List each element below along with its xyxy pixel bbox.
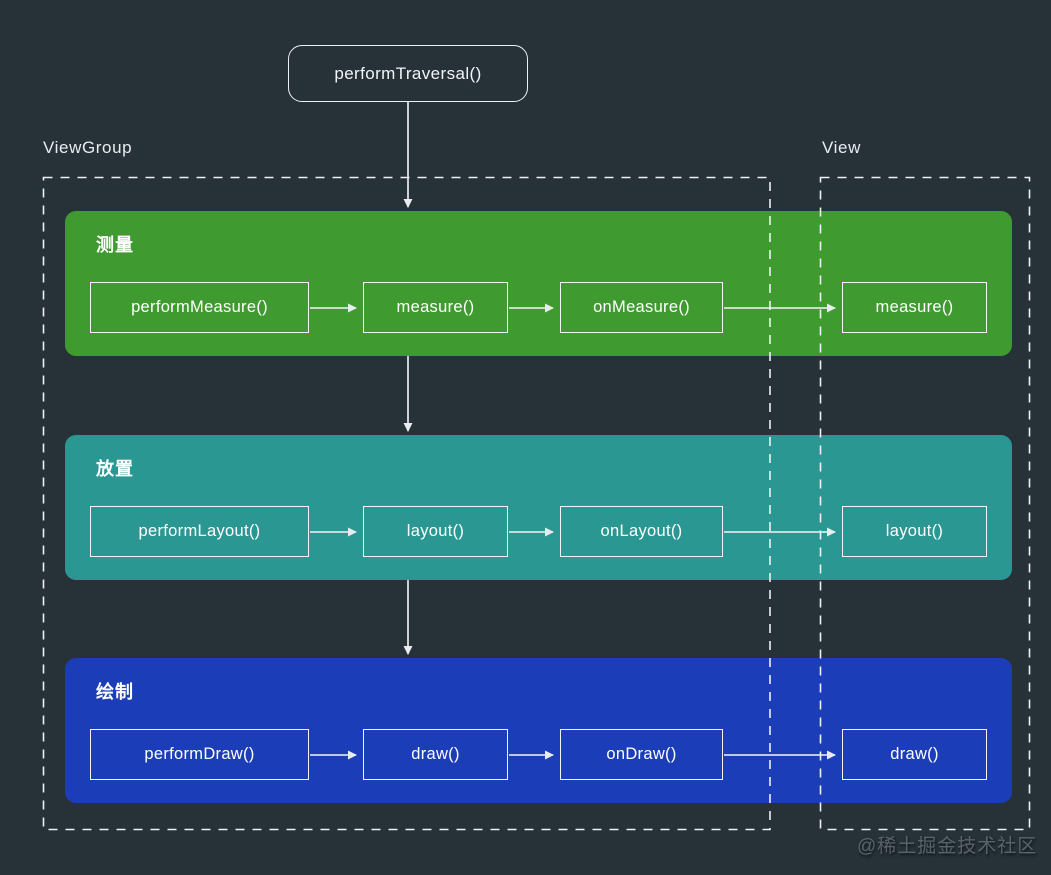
phase-band-layout: 放置 performLayout() layout() onLayout() l… — [65, 435, 1012, 580]
view-container-label: View — [822, 138, 861, 157]
phase-label-draw: 绘制 — [96, 682, 134, 702]
viewgroup-container-label: ViewGroup — [43, 138, 133, 157]
node-performMeasure: performMeasure() — [90, 282, 309, 333]
node-onLayout: onLayout() — [560, 506, 723, 557]
node-measure-view: measure() — [842, 282, 987, 333]
node-draw-viewgroup: draw() — [363, 729, 508, 780]
perform-traversal-node: performTraversal() — [288, 45, 528, 102]
watermark-text: @稀土掘金技术社区 — [857, 836, 1038, 857]
node-performLayout: performLayout() — [90, 506, 309, 557]
phase-band-measure: 测量 performMeasure() measure() onMeasure(… — [65, 211, 1012, 356]
phase-label-measure: 测量 — [96, 235, 134, 255]
node-layout-view: layout() — [842, 506, 987, 557]
node-onDraw: onDraw() — [560, 729, 723, 780]
node-draw-view: draw() — [842, 729, 987, 780]
node-onMeasure: onMeasure() — [560, 282, 723, 333]
phase-band-draw: 绘制 performDraw() draw() onDraw() draw() — [65, 658, 1012, 803]
node-layout-viewgroup: layout() — [363, 506, 508, 557]
phase-label-layout: 放置 — [96, 459, 134, 479]
node-performDraw: performDraw() — [90, 729, 309, 780]
node-measure-viewgroup: measure() — [363, 282, 508, 333]
